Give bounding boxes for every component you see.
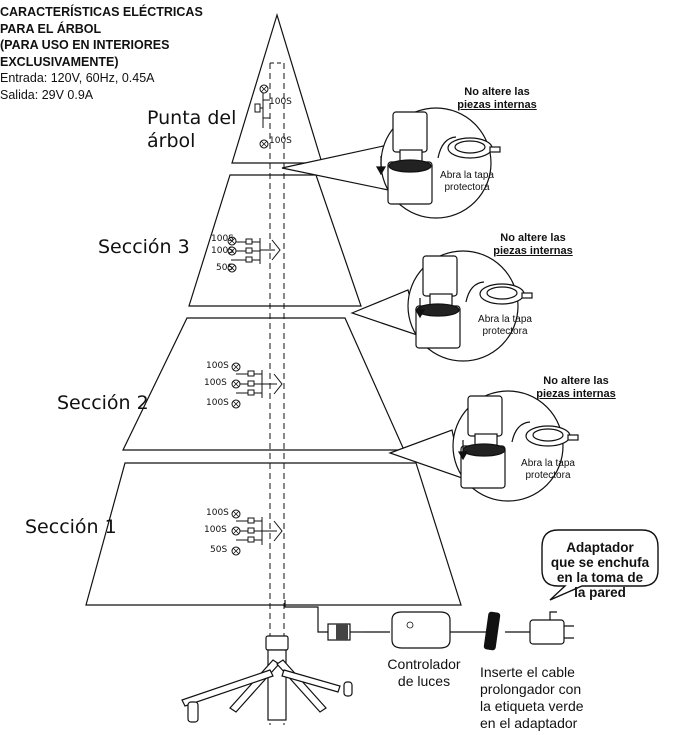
bulb-label-s2-1: 100S (206, 361, 229, 371)
bulb-label-top-2: 100S (269, 136, 292, 146)
connector-callout-top (281, 107, 501, 219)
cable-note-line4: en el adaptador (480, 715, 578, 731)
power-adapter (529, 611, 574, 645)
caption-middle-line1: Abra la tapa (478, 314, 532, 325)
caption-middle-line2: protectora (482, 326, 528, 337)
adapter-line4: la pared (574, 585, 626, 600)
wiring-section-3 (231, 238, 281, 264)
controller-line2: de luces (397, 673, 451, 689)
warning-bottom-line2: piezas internas (536, 388, 616, 400)
specs-title-1: CARACTERÍSTICAS ELÉCTRICAS (0, 5, 203, 19)
caption-top: Abra la tapa protectora (432, 170, 502, 194)
warning-middle-line1: No altere las (500, 232, 566, 244)
wiring-section-2 (236, 370, 283, 398)
warning-bottom: No altere las piezas internas (521, 375, 631, 401)
bulb-label-s2-3: 100S (206, 398, 229, 408)
label-top-1: Punta del (147, 107, 237, 129)
connector-callout-bottom (388, 390, 579, 502)
bulb-label-s2-2: 100S (204, 378, 227, 388)
warning-top-line1: No altere las (464, 86, 530, 98)
bulb-label-s3-2: 100S (211, 246, 234, 256)
cable-connector (336, 624, 348, 640)
connector-callout-middle (350, 250, 533, 362)
warning-bottom-line1: No altere las (543, 375, 609, 387)
tree-stand (181, 635, 353, 723)
label-section-2: Sección 2 (57, 392, 149, 414)
specs-title-3: (PARA USO EN INTERIORES (0, 38, 170, 52)
caption-bottom-line1: Abra la tapa (521, 458, 575, 469)
label-section-1: Sección 1 (25, 516, 117, 538)
tree-section-1 (85, 462, 462, 606)
bulb-label-s3-3: 50S (216, 263, 234, 273)
cable-note: Inserte el cable prolongador con la etiq… (480, 664, 584, 732)
bulb-label-s1-2: 100S (204, 525, 227, 535)
light-controller (391, 611, 451, 649)
warning-middle-line2: piezas internas (493, 245, 573, 257)
controller-label: Controlador de luces (376, 656, 472, 690)
caption-bottom-line2: protectora (525, 470, 571, 481)
adapter-line2: que se enchufa (550, 555, 650, 570)
specs-title-2: PARA EL ÁRBOL (0, 21, 102, 36)
adapter-line1: Adaptador (566, 540, 634, 555)
cable-note-line3: la etiqueta verde (480, 698, 584, 714)
tree-top-section (231, 12, 323, 164)
wiring-top (254, 90, 270, 128)
label-top-2: árbol (147, 130, 196, 152)
label-section-3: Sección 3 (98, 236, 190, 258)
adapter-bubble (541, 529, 659, 601)
tree-section-3 (188, 174, 362, 307)
caption-top-line1: Abra la tapa (440, 170, 494, 181)
warning-top: No altere las piezas internas (442, 86, 552, 112)
electrical-specs: CARACTERÍSTICAS ELÉCTRICAS PARA EL ÁRBOL… (0, 4, 203, 103)
specs-title-4: EXCLUSIVAMENTE) (0, 54, 119, 69)
bulb-label-top-1: 100S (269, 97, 292, 107)
caption-top-line2: protectora (444, 182, 490, 193)
wiring-section-1 (236, 517, 283, 545)
caption-middle: Abra la tapa protectora (470, 314, 540, 338)
bulb-label-s1-3: 50S (210, 545, 228, 555)
specs-output: Salida: 29V 0.9A (0, 87, 94, 102)
cable-note-line1: Inserte el cable (480, 664, 575, 680)
cable-note-line2: prolongador con (480, 681, 582, 697)
bulb-label-s1-1: 100S (206, 508, 229, 518)
adapter-text: Adaptador que se enchufa en la toma de l… (544, 540, 656, 600)
bulb-label-s3-1: 100S (211, 234, 234, 244)
adapter-line3: en la toma de (556, 570, 644, 585)
caption-bottom: Abra la tapa protectora (513, 458, 583, 482)
specs-input: Entrada: 120V, 60Hz, 0.45A (0, 71, 155, 85)
warning-top-line2: piezas internas (457, 99, 537, 111)
controller-line1: Controlador (387, 656, 461, 672)
warning-middle: No altere las piezas internas (478, 232, 588, 258)
green-label (483, 611, 501, 651)
